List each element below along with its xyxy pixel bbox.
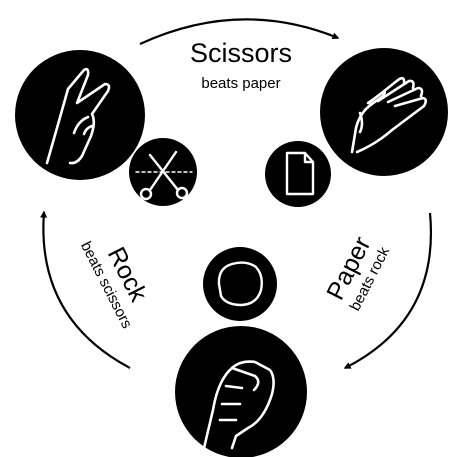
scissors-hand-node bbox=[15, 50, 145, 180]
rock-symbol-node bbox=[203, 247, 277, 321]
scissors-symbol-node bbox=[129, 138, 197, 206]
scissors-beats-label: beats paper bbox=[201, 75, 280, 92]
paper-symbol-node bbox=[265, 141, 331, 207]
scissors-name-label: Scissors bbox=[190, 38, 292, 68]
paper-hand-node bbox=[320, 48, 448, 176]
rock-hand-node bbox=[175, 326, 307, 457]
